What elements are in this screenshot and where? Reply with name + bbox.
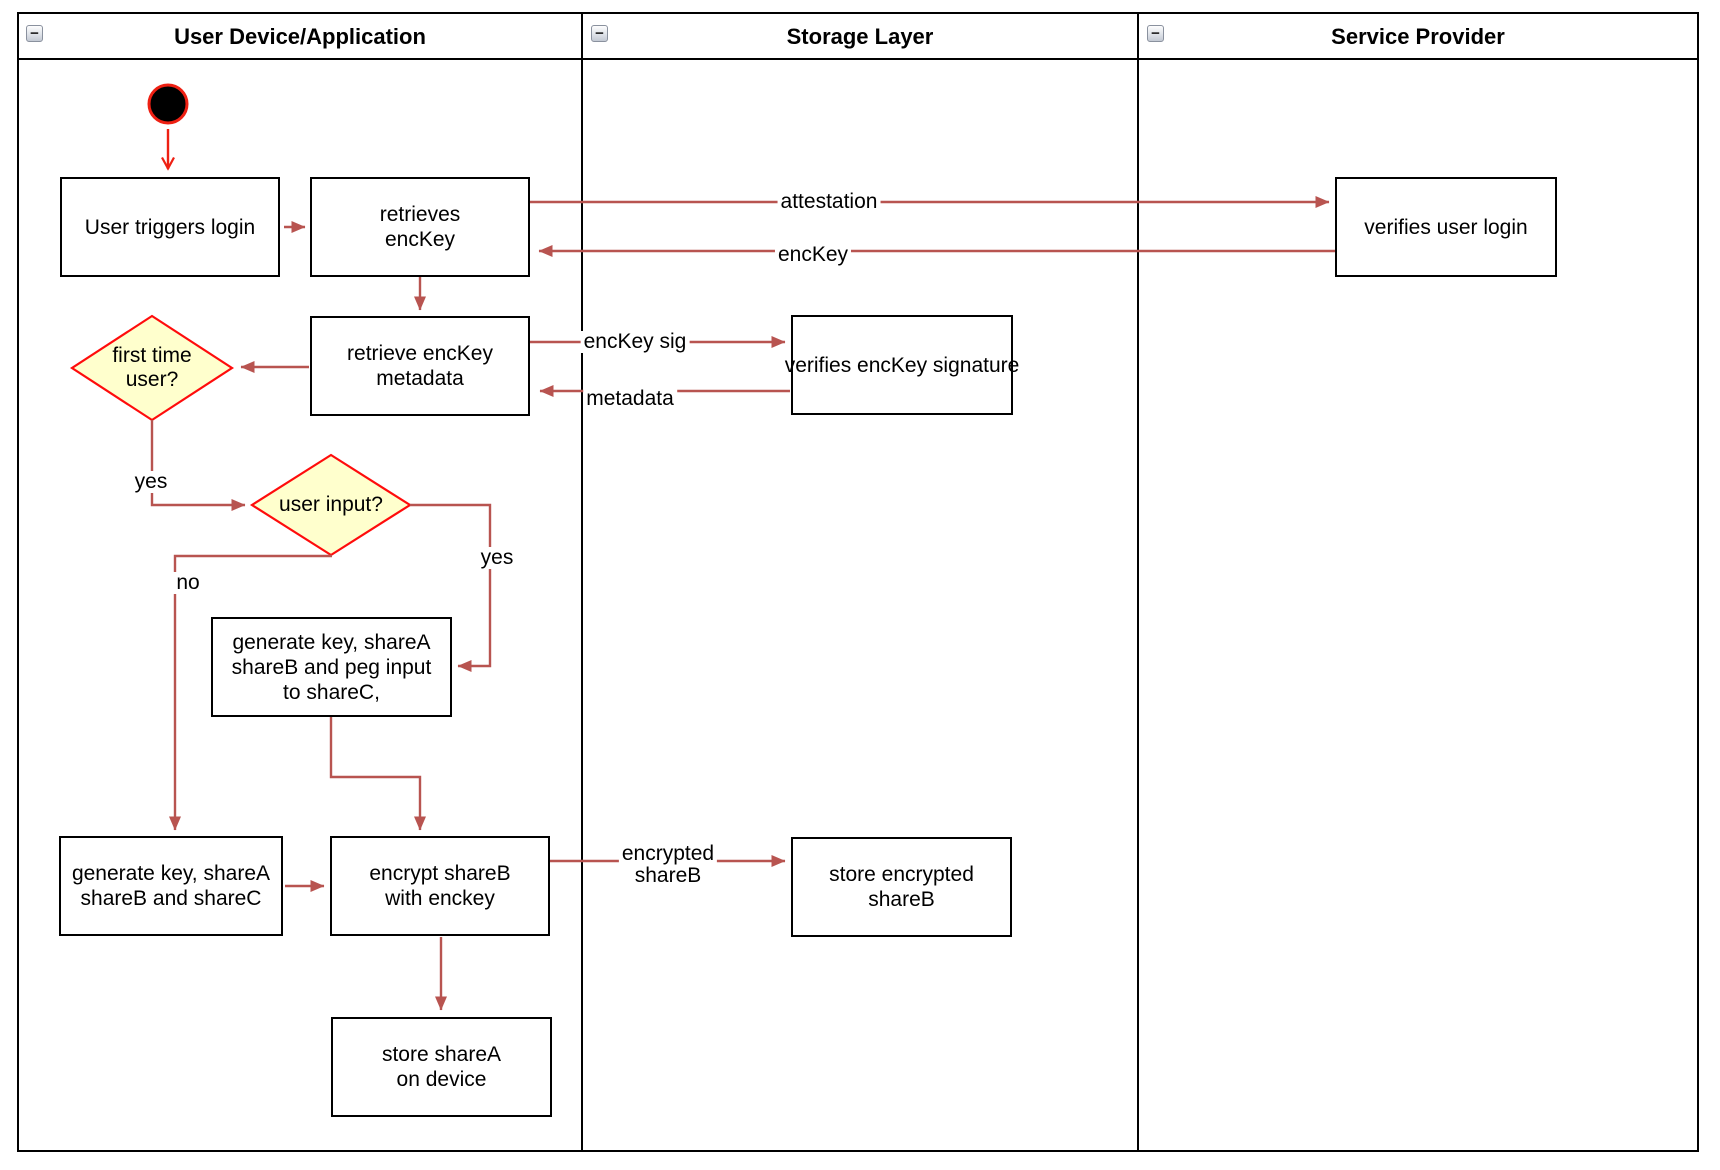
node-generate-key-peg-input[interactable]: generate key, shareA shareB and peg inpu…: [211, 617, 452, 717]
node-verifies-enckey-signature[interactable]: verifies encKey signature: [785, 315, 1019, 415]
node-label: store encrypted shareB: [829, 863, 974, 911]
edge-firsttime-yes[interactable]: [150, 420, 246, 511]
collapse-icon-lane-1[interactable]: −: [26, 25, 43, 42]
decision-label-first-time-user: first time user?: [112, 344, 192, 391]
node-label: encrypt shareB with enckey: [369, 862, 511, 910]
edge-label-encrypted-shareb[interactable]: encrypted shareB: [618, 843, 718, 887]
minus-icon: −: [30, 25, 39, 42]
node-label: store shareA on device: [381, 1043, 502, 1091]
edge-userinput-yes[interactable]: [410, 503, 492, 672]
node-verifies-user-login[interactable]: verifies user login: [1335, 177, 1557, 277]
edge-label-yes-first-time[interactable]: yes: [131, 471, 171, 493]
edge-label-no-user-input[interactable]: no: [173, 572, 203, 594]
minus-icon: −: [595, 25, 604, 42]
node-label: User triggers login: [84, 215, 256, 239]
decision-label-user-input: user input?: [279, 493, 383, 516]
collapse-icon-lane-2[interactable]: −: [591, 25, 608, 42]
node-store-sharea-on-device[interactable]: store shareA on device: [331, 1017, 552, 1117]
edge-peg-to-encrypt[interactable]: [329, 717, 426, 831]
edge-label-attestation[interactable]: attestation: [777, 191, 881, 213]
edge-label-enckey-sig[interactable]: encKey sig: [580, 331, 690, 353]
node-label: retrieves encKey: [379, 203, 461, 251]
edge-userinput-no[interactable]: [169, 554, 332, 831]
edge-label-yes-user-input[interactable]: yes: [477, 547, 517, 569]
edge-label-enckey[interactable]: encKey: [774, 244, 852, 266]
pool-frame: [17, 12, 1699, 1152]
node-label: retrieve encKey metadata: [347, 342, 493, 390]
node-retrieves-enckey[interactable]: retrieves encKey: [310, 177, 530, 277]
minus-icon: −: [1151, 25, 1160, 42]
node-label: generate key, shareA shareB and shareC: [71, 862, 271, 910]
node-retrieve-enckey-metadata[interactable]: retrieve encKey metadata: [310, 316, 530, 416]
node-user-triggers-login[interactable]: User triggers login: [60, 177, 280, 277]
node-label: verifies encKey signature: [784, 353, 1020, 377]
node-store-encrypted-shareb[interactable]: store encrypted shareB: [791, 837, 1012, 937]
lane-title-storage-layer: Storage Layer: [786, 23, 934, 49]
node-label: generate key, shareA shareB and peg inpu…: [231, 630, 432, 704]
lane-title-service-provider: Service Provider: [1331, 23, 1505, 49]
edge-label-metadata[interactable]: metadata: [583, 388, 677, 410]
node-label: verifies user login: [1364, 215, 1528, 239]
start-node[interactable]: [147, 83, 189, 125]
lane-title-user-device: User Device/Application: [174, 23, 426, 49]
node-encrypt-shareb[interactable]: encrypt shareB with enckey: [330, 836, 550, 936]
node-generate-key-shareabc[interactable]: generate key, shareA shareB and shareC: [59, 836, 283, 936]
collapse-icon-lane-3[interactable]: −: [1147, 25, 1164, 42]
